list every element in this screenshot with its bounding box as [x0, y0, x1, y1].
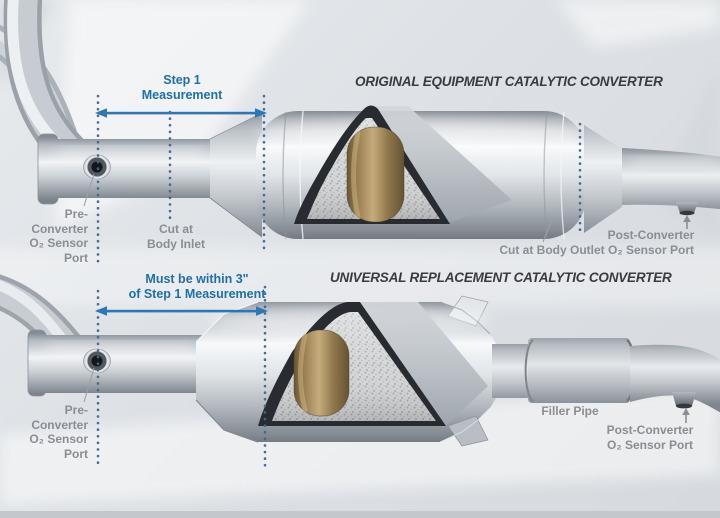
top-cutaway — [294, 105, 512, 224]
title-universal-converter: UNIVERSAL REPLACEMENT CATALYTIC CONVERTE… — [330, 270, 672, 285]
cut-at-body-inlet-label: Cut at Body Inlet — [146, 222, 205, 251]
top-cut-face — [374, 106, 512, 223]
tail-pipe — [630, 344, 720, 413]
title-original-converter: ORIGINAL EQUIPMENT CATALYTIC CONVERTER — [355, 74, 663, 89]
bottom-cut-face — [354, 302, 488, 426]
filler-pipe-sleeve — [528, 338, 630, 403]
top-substrate — [346, 126, 405, 223]
post-converter-label-top: Post-Converter O₂ Sensor Port — [607, 228, 695, 257]
leader-bottom-pre — [83, 367, 95, 403]
bottom-cutaway — [258, 302, 488, 426]
step1-measurement-label: Step 1 Measurement — [141, 73, 223, 102]
leader-top-pre — [83, 173, 95, 207]
bottom-post-o2-sensor-port — [672, 392, 696, 409]
bottom-flange-fin-bottom — [447, 415, 489, 447]
pre-converter-label-top: Pre- Converter O₂ Sensor Port — [29, 207, 88, 265]
bottom-edge-strip — [0, 511, 720, 518]
step1-measurement-arrow — [95, 108, 267, 118]
leader-lines — [83, 173, 553, 403]
top-post-o2-sensor-port — [676, 202, 698, 216]
post-converter-pointer-bottom — [682, 408, 690, 423]
original-converter-assembly — [0, 0, 720, 240]
top-outlet-cone — [584, 125, 622, 233]
bottom-inlet-pipe — [40, 335, 202, 393]
universal-converter-assembly — [0, 274, 720, 447]
leader-cut-outlet — [542, 218, 553, 243]
cut-at-body-outlet-label: Cut at Body Outlet — [499, 243, 605, 257]
pre-converter-label-bottom: Pre- Converter O₂ Sensor Port — [29, 403, 88, 461]
bottom-pre-o2-sensor-port — [83, 348, 111, 374]
post-converter-pointer-top — [683, 215, 691, 229]
top-inlet-cone — [210, 113, 262, 237]
post-converter-label-bottom: Post-Converter O₂ Sensor Port — [606, 423, 694, 452]
top-outlet-pipe — [622, 148, 720, 210]
bottom-substrate — [293, 329, 350, 417]
within3-measurement-arrow — [95, 306, 268, 316]
filler-pipe-label: Filler Pipe — [541, 404, 599, 418]
measurement-dotted-lines — [96, 94, 582, 472]
top-y-pipe — [0, 0, 95, 177]
top-inlet-pipe — [50, 139, 212, 198]
within3-measurement-label: Must be within 3" of Step 1 Measurement — [128, 272, 266, 301]
